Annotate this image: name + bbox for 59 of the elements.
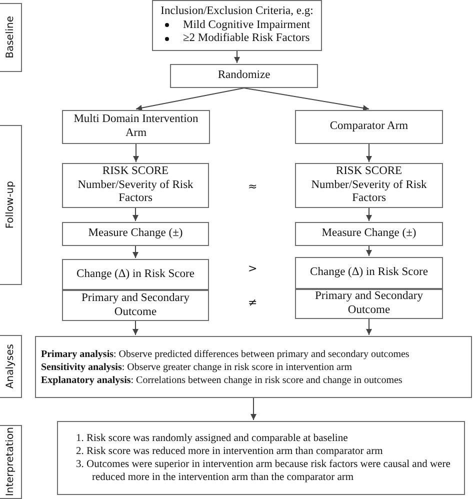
list-item: 2. Risk score was reduced more in intervention arm than comparator arm [76, 444, 383, 458]
arrow [250, 398, 256, 420]
comparison-symbol: ≠ [248, 296, 258, 309]
list-item: Mild Cognitive Impairment [183, 18, 310, 32]
list-item: ≥2 Modifiable Risk Factors [183, 32, 310, 46]
process-box [62, 222, 209, 246]
arrow [366, 144, 372, 162]
box-text: Explanatory analysis: Correlations between change in risk score and change in outcomes [41, 374, 402, 386]
arrow [132, 246, 138, 258]
box-text: Measure Change (±) [88, 227, 183, 241]
arrow [234, 50, 240, 64]
box-text: Sensitivity analysis: Observe greater change in risk score in intervention arm [41, 360, 352, 374]
process-box [295, 289, 443, 319]
box-text: Change (Δ) in Risk Score [76, 268, 194, 282]
phase-box [0, 3, 22, 72]
box-text: Measure Change (±) [322, 227, 416, 241]
phase-label: Interpretation [4, 427, 16, 497]
box-text: Multi Domain Intervention Arm [72, 113, 200, 141]
process-box [295, 257, 443, 289]
arrow [244, 88, 370, 111]
box-text: Primary analysis: Observe predicted differences between primary and secondary outcomes [41, 348, 410, 360]
process-box [295, 163, 443, 208]
arrow [136, 88, 244, 111]
process-box [62, 163, 209, 208]
box-text: Number/Severity of Risk Factors [76, 178, 194, 206]
box-text: Change (Δ) in Risk Score [310, 266, 428, 280]
process-box [152, 0, 322, 51]
process-box [35, 336, 472, 398]
arrow [366, 246, 372, 256]
phase-label: Follow-up [4, 181, 16, 229]
arrow [133, 144, 139, 162]
arrow [366, 208, 372, 222]
arrow [132, 208, 138, 222]
arrow [132, 320, 138, 336]
list-item: 3. Outcomes were superior in intervention arm because risk factors were causal and were reduced more in the intervention arm than the comparator arm [76, 458, 452, 484]
phase-label: Baseline [4, 16, 16, 59]
phase-box [0, 425, 22, 499]
process-box [62, 110, 210, 144]
box-text: Primary and Secondary Outcome [314, 290, 424, 318]
phase-box [0, 335, 22, 398]
process-box [62, 259, 209, 290]
box-text: RISK SCORE [336, 164, 402, 179]
process-box [295, 110, 443, 144]
process-box [170, 64, 318, 88]
box-text: Comparator Arm [330, 120, 408, 134]
list-item: 1. Risk score was randomly assigned and comparable at baseline [76, 432, 348, 445]
comparison-symbol: > [248, 262, 258, 275]
box-text: RISK SCORE [102, 164, 169, 179]
phase-label: Analyses [4, 344, 16, 389]
arrow [366, 318, 372, 336]
process-box [62, 290, 209, 321]
box-text: Randomize [218, 69, 270, 83]
process-box [295, 222, 443, 246]
box-text: Primary and Secondary Outcome [80, 292, 190, 320]
box-text: Number/Severity of Risk Factors [310, 178, 428, 206]
phase-box [0, 125, 22, 285]
comparison-symbol: ≈ [248, 180, 258, 193]
box-text: Inclusion/Exclusion Criteria, e.g: [160, 4, 314, 19]
process-box [57, 421, 465, 495]
